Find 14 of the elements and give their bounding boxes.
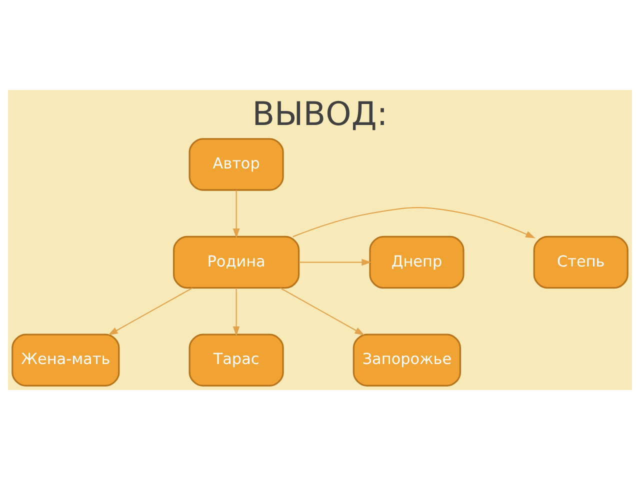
arrow [232, 288, 240, 336]
arrow [108, 288, 193, 336]
node-box: Степь [533, 236, 628, 289]
arrow [299, 258, 372, 266]
node-box: Родина [173, 236, 300, 289]
node-box: Жена-мать [12, 334, 120, 386]
diagram-title: ВЫВОД: [252, 94, 388, 133]
node-box: Днепр [369, 236, 464, 289]
arrow [280, 288, 365, 336]
arrow [232, 190, 240, 238]
node-box: Автор [188, 138, 284, 191]
node-box: Тарас [188, 334, 284, 386]
arrow [292, 207, 536, 238]
node-box: Запорожье [352, 334, 462, 386]
